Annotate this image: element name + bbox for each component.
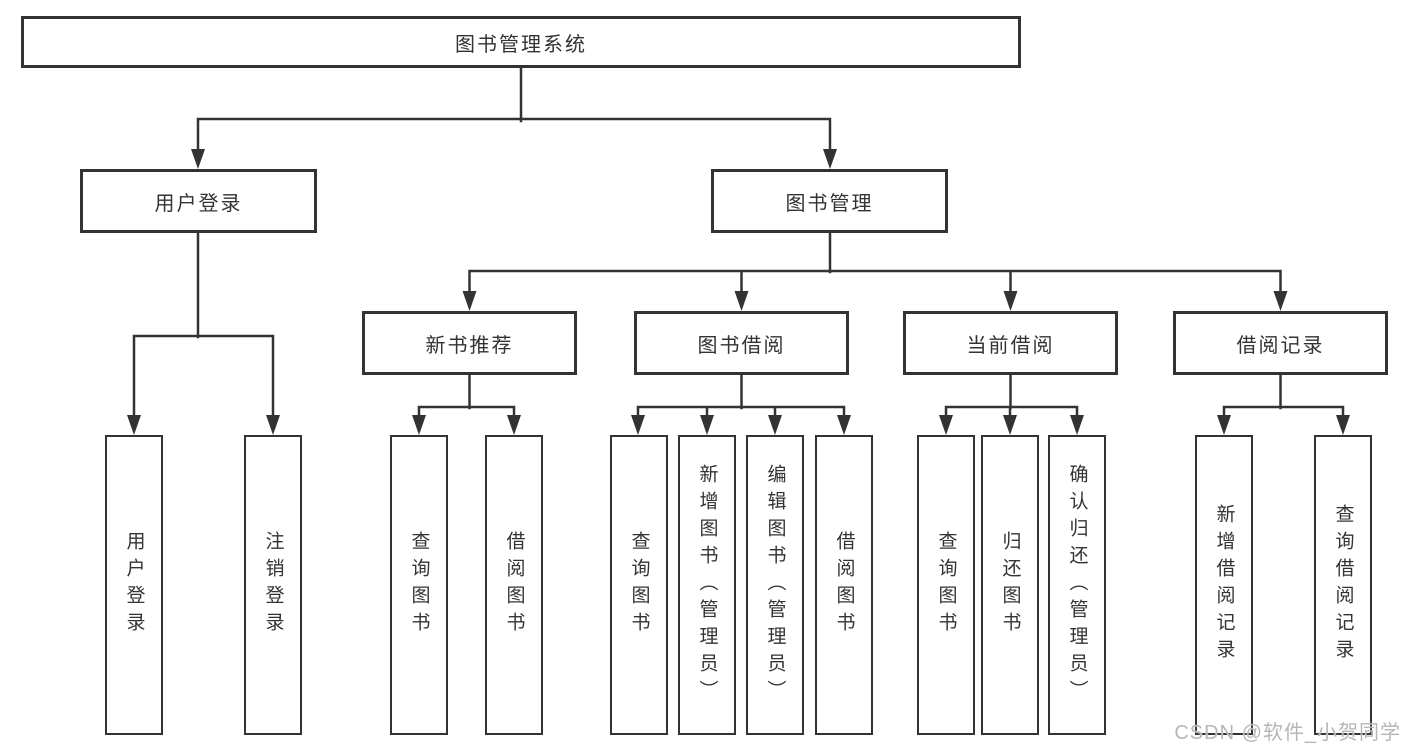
leaf-label: 借阅图书	[833, 531, 855, 639]
leaf-label: 注销登录	[262, 531, 284, 639]
leaf-label: 查询借阅记录	[1332, 504, 1354, 666]
node-label: 图书借阅	[697, 334, 786, 357]
node-borrowing-records: 借阅记录	[1173, 311, 1388, 375]
leaf-borrow-books-borrowing: 借阅图书	[815, 435, 873, 735]
node-label: 用户登录	[154, 192, 243, 215]
leaf-label: 查询图书	[408, 531, 430, 639]
leaf-label: 新增图书（管理员）	[696, 463, 718, 707]
leaf-label: 新增借阅记录	[1213, 504, 1235, 666]
leaf-return-books: 归还图书	[981, 435, 1039, 735]
leaf-add-borrow-record: 新增借阅记录	[1195, 435, 1253, 735]
node-book-management: 图书管理	[711, 169, 948, 233]
node-book-borrowing: 图书借阅	[634, 311, 849, 375]
leaf-user-login: 用户登录	[105, 435, 163, 735]
node-label: 借阅记录	[1236, 334, 1325, 357]
leaf-label: 归还图书	[999, 531, 1021, 639]
node-label: 当前借阅	[966, 334, 1055, 357]
node-label: 图书管理	[785, 192, 874, 215]
leaf-borrow-books-recommend: 借阅图书	[485, 435, 543, 735]
leaf-confirm-return-admin: 确认归还（管理员）	[1048, 435, 1106, 735]
leaf-edit-books-admin: 编辑图书（管理员）	[746, 435, 804, 735]
node-user-login: 用户登录	[80, 169, 317, 233]
node-library-management-system: 图书管理系统	[21, 16, 1021, 68]
leaf-label: 用户登录	[123, 531, 145, 639]
node-new-book-recommendation: 新书推荐	[362, 311, 577, 375]
leaf-label: 查询图书	[628, 531, 650, 639]
node-label: 图书管理系统	[455, 33, 587, 56]
watermark: CSDN @软件_小贺同学	[1174, 722, 1401, 744]
node-current-borrowing: 当前借阅	[903, 311, 1118, 375]
leaf-logout: 注销登录	[244, 435, 302, 735]
leaf-label: 确认归还（管理员）	[1066, 463, 1088, 707]
leaf-query-books-borrowing: 查询图书	[610, 435, 668, 735]
arrowheads	[127, 149, 1350, 435]
leaf-query-borrow-record: 查询借阅记录	[1314, 435, 1372, 735]
leaf-label: 借阅图书	[503, 531, 525, 639]
leaf-label: 编辑图书（管理员）	[764, 463, 786, 707]
node-label: 新书推荐	[425, 334, 514, 357]
leaf-label: 查询图书	[935, 531, 957, 639]
leaf-query-books-recommend: 查询图书	[390, 435, 448, 735]
leaf-query-books-current: 查询图书	[917, 435, 975, 735]
leaf-add-books-admin: 新增图书（管理员）	[678, 435, 736, 735]
